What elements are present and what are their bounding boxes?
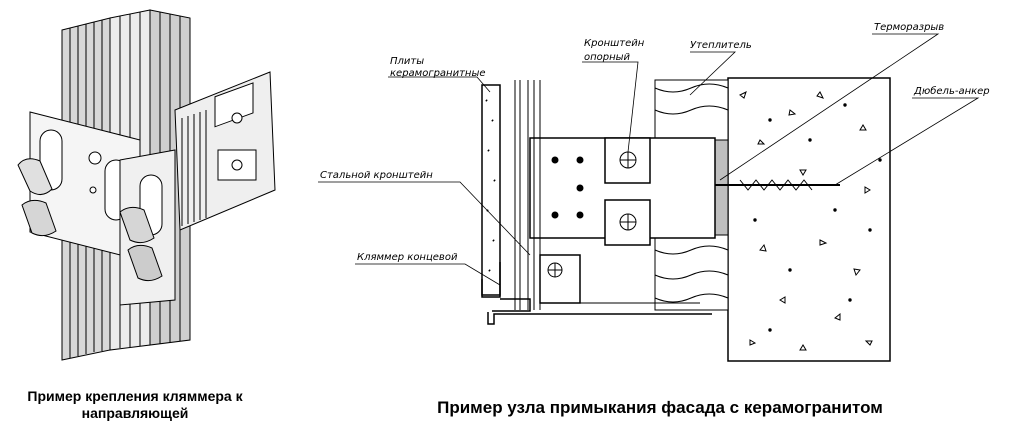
steel-bracket <box>539 254 700 304</box>
right-caption: Пример узла примыкания фасада с керамогр… <box>437 398 883 417</box>
left-caption: Пример крепления кляммера к направляющей <box>20 388 250 422</box>
clamp-plate-left <box>17 111 141 261</box>
end-clamp <box>481 262 531 312</box>
clamp-rail-illustration <box>17 9 276 361</box>
bottom-flashing <box>487 312 712 325</box>
clamp-plate-right <box>119 149 176 306</box>
label-plates-line2: керамогранитные <box>390 68 486 79</box>
left-caption-line1: Пример крепления кляммера к <box>27 388 243 404</box>
thermal-break <box>713 139 729 236</box>
label-end-clamp: Кляммер концевой <box>357 252 458 263</box>
label-plates-line1: Плиты <box>390 56 424 67</box>
ceramic-plate <box>481 84 501 296</box>
label-bracket-support-line2: опорный <box>584 52 631 63</box>
vertical-guide-rail <box>514 80 541 310</box>
label-insulation: Утеплитель <box>690 40 752 51</box>
label-anchor: Дюбель-анкер <box>913 85 990 97</box>
left-caption-line2: направляющей <box>81 405 189 421</box>
back-bracket <box>174 71 276 231</box>
support-bracket <box>529 137 716 246</box>
label-bracket-support-line1: Кронштейн <box>584 38 645 49</box>
label-thermal-break: Терморазрыв <box>874 22 944 33</box>
label-steel-bracket: Стальной кронштейн <box>320 170 433 181</box>
facade-junction-section: Плиты керамогранитные Кронштейн опорный … <box>318 22 990 362</box>
